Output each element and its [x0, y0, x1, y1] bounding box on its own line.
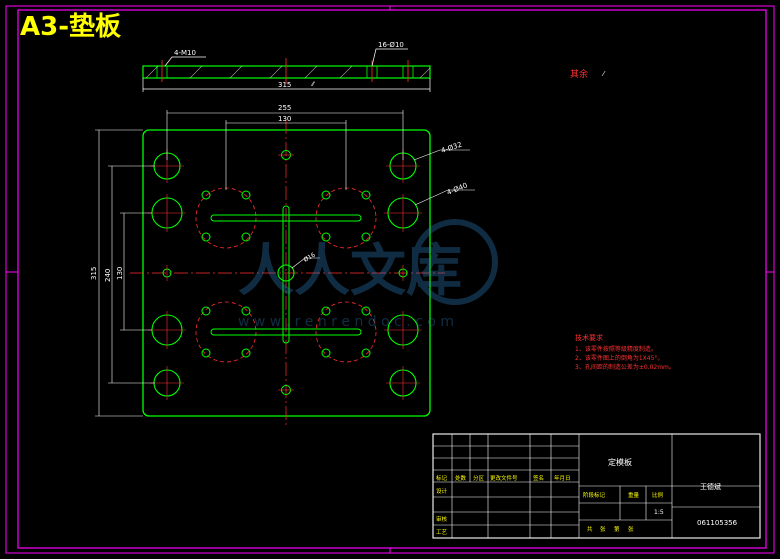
tb-label-date: 年月日	[554, 474, 571, 482]
tb-label-design: 设计	[436, 487, 448, 495]
tb-label-sheet-a: 张	[600, 525, 606, 533]
dim-315-left: 315	[90, 267, 98, 280]
label-4-phi32: 4-Ø32	[440, 141, 463, 155]
holes-callout: 16-Ø10	[378, 41, 404, 49]
drawing-number: 061105356	[697, 519, 738, 527]
tb-label-stage: 阶段标记	[583, 491, 606, 499]
thread-callout: 4-M10	[174, 49, 196, 57]
side-view: 4-M10 16-Ø10 315 ⁄⁄	[142, 41, 431, 92]
tech-notes: 技术要求 1、该零件按照等级精度制造。 2、该零件图上的倒角为1X45°。 3、…	[575, 333, 675, 371]
watermark: 人人文库 w w w . r e n r e n d o c . c o m	[238, 219, 498, 330]
tb-label-no: 第	[614, 525, 620, 533]
roughness-note: 其余	[570, 68, 588, 80]
drawing-title: A3-垫板	[20, 12, 122, 42]
tb-label-sheet-b: 张	[628, 525, 634, 533]
part-name: 定模板	[608, 457, 632, 467]
watermark-brand: 人人文库	[238, 239, 462, 304]
pin-hole-centers	[166, 154, 404, 391]
dim-240: 240	[104, 269, 112, 282]
tb-label-weight: 重量	[628, 491, 640, 499]
tech-note-1: 1、该零件按照等级精度制造。	[575, 345, 657, 353]
tb-label-review: 审核	[436, 515, 448, 523]
tb-label-total: 共	[587, 525, 593, 533]
dim-255: 255	[278, 104, 291, 112]
tb-label-ratio: 比例	[652, 491, 664, 499]
tb-label-sign: 签名	[533, 474, 544, 482]
tb-label-mark: 标记	[436, 474, 448, 482]
side-view-holes	[156, 66, 414, 78]
roughness-symbol: ⁄	[601, 70, 606, 78]
label-4-phi40: 4-Ø40	[446, 181, 469, 196]
plan-view: 255 130 315 240 130 4-Ø32 4-Ø40 Ø16	[90, 104, 475, 428]
plate-center-lines	[130, 120, 445, 428]
ejector-holes	[201, 190, 371, 358]
dim-130-top: 130	[278, 115, 291, 123]
tech-note-3: 3、孔间距的制造公差为±0.02mm。	[575, 363, 675, 371]
tb-label-count: 处数	[455, 474, 467, 482]
runner-slots	[210, 205, 362, 344]
designer-name: 王德斌	[700, 482, 721, 491]
scale-value: 1:5	[654, 509, 664, 516]
side-width-dimension: 315	[278, 81, 291, 89]
dim-130-left: 130	[116, 267, 124, 280]
tb-label-process: 工艺	[436, 529, 448, 536]
side-view-outline	[142, 65, 431, 79]
title-block-labels: 标记 处数 分区 更改文件号 签名 年月日 设计 审核 工艺 阶段标记 重量 比…	[436, 474, 664, 536]
side-view-hole-centers	[161, 58, 409, 84]
title-block: 定模板 王德斌 1:5 061105356 标记 处数 分区 更改文件号 签名 …	[432, 433, 761, 539]
plan-dimension-lines	[95, 110, 475, 417]
sprue-hole	[277, 264, 295, 282]
tb-label-change-doc: 更改文件号	[490, 474, 518, 482]
title-block-grid	[433, 434, 760, 538]
inner-frame	[17, 9, 767, 549]
watermark-ring	[412, 219, 498, 305]
watermark-url: w w w . r e n r e n d o c . c o m	[238, 314, 454, 330]
tech-note-2: 2、该零件图上的倒角为1X45°。	[575, 354, 663, 362]
side-view-hatch	[145, 65, 431, 79]
tech-notes-heading: 技术要求	[575, 333, 603, 342]
side-view-leaders	[142, 48, 431, 92]
tb-label-zone: 分区	[473, 474, 485, 482]
roughness-mark-bottom: ⁄⁄	[310, 81, 316, 88]
